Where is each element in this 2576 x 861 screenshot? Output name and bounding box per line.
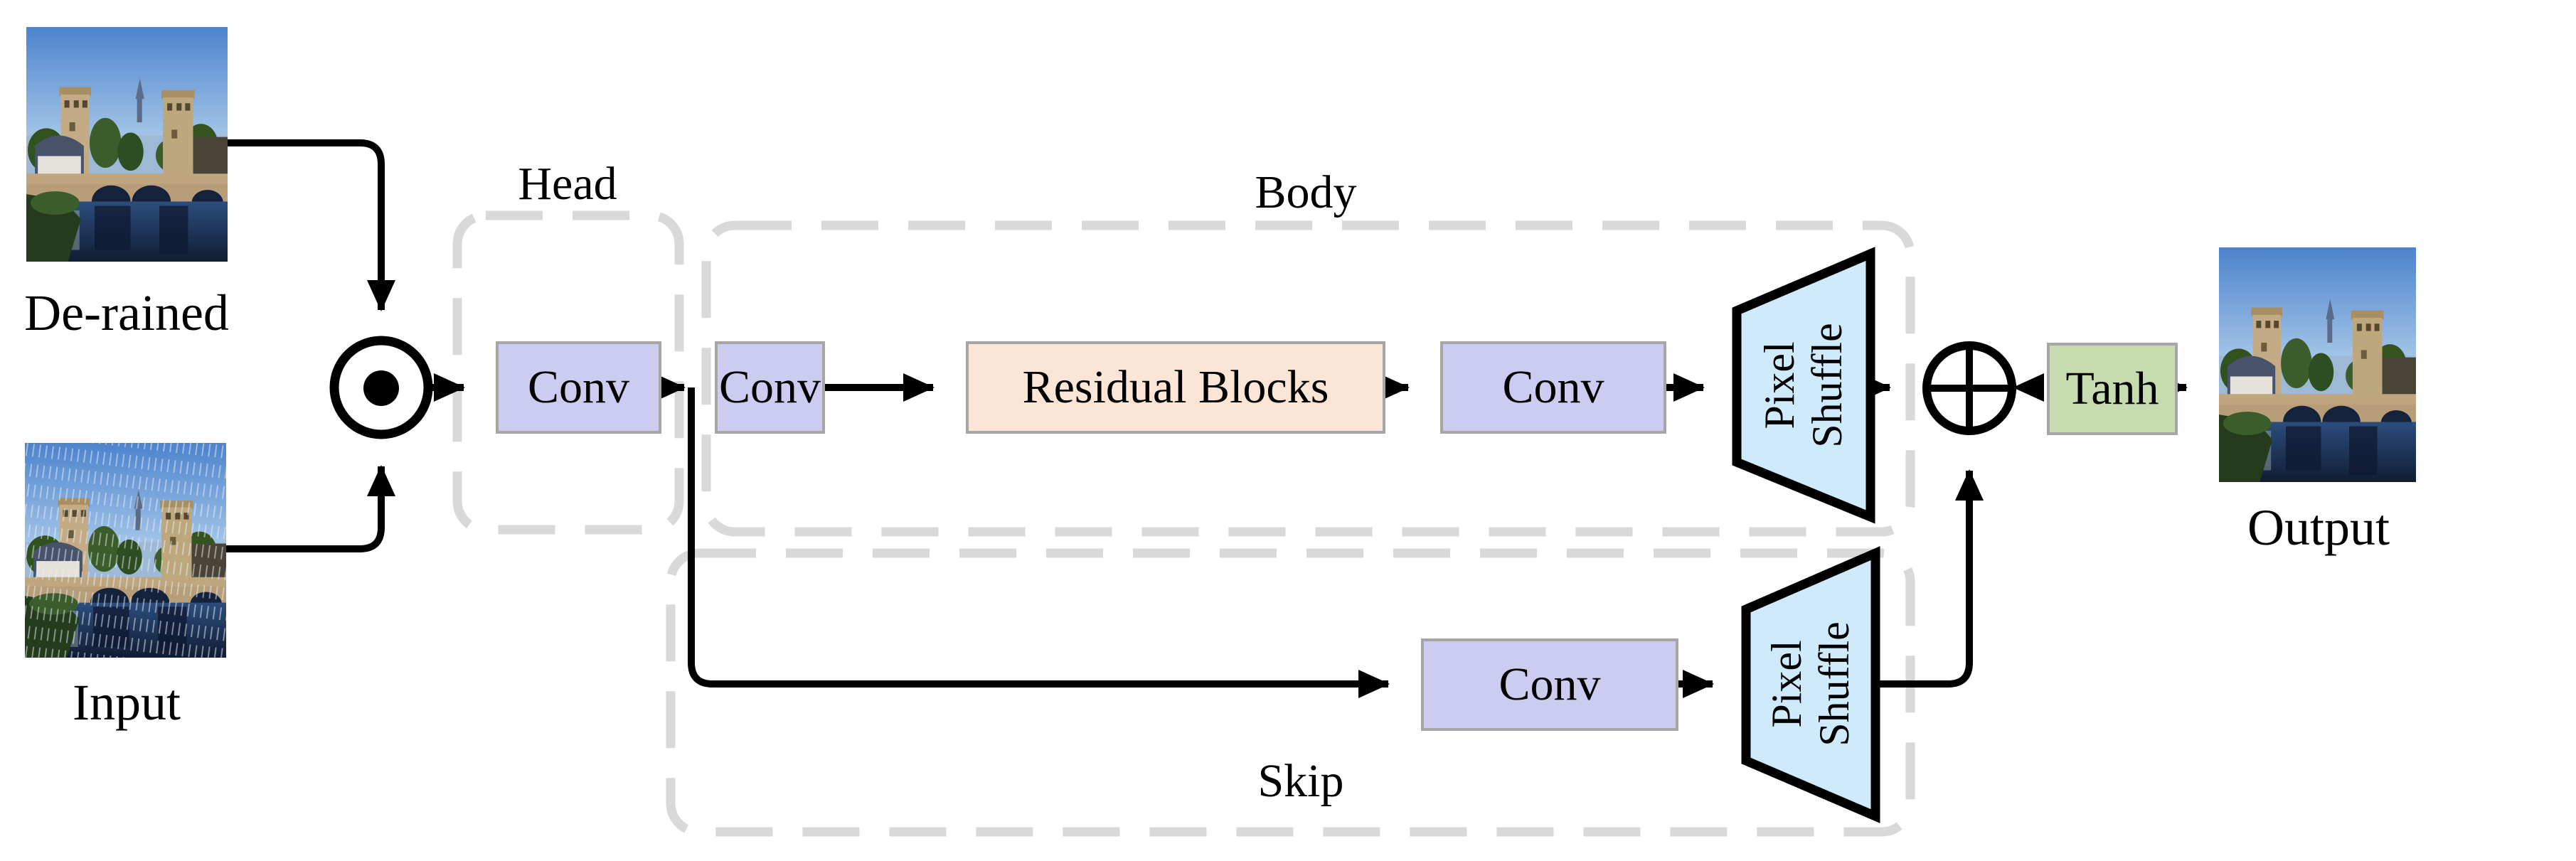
body-pixel-shuffle-shape	[1732, 247, 1875, 524]
sum-operator-icon	[1922, 341, 2016, 435]
body-pixel-shuffle-label: Pixel Shuffle	[1755, 323, 1851, 448]
arrows	[226, 139, 2188, 698]
skip-pixel-shuffle-label: Pixel Shuffle	[1762, 621, 1858, 747]
output-label: Output	[2247, 499, 2390, 556]
body-conv-out-label: Conv	[1502, 361, 1604, 413]
skip-conv-block: Conv	[1421, 638, 1678, 731]
body-group-box	[701, 220, 1915, 537]
output-image	[2219, 247, 2416, 482]
head-conv-block: Conv	[496, 341, 661, 434]
body-group-label: Body	[1255, 166, 1357, 218]
skip-conv-label: Conv	[1499, 658, 1601, 710]
input-image	[25, 443, 226, 658]
head-group-label: Head	[518, 158, 617, 210]
head-conv-label: Conv	[527, 361, 630, 413]
body-conv-out-block: Conv	[1440, 341, 1666, 434]
skip-group-box	[666, 548, 1915, 837]
rain-overlay	[25, 443, 226, 658]
tanh-label: Tanh	[2065, 363, 2159, 415]
concat-operator-icon	[329, 336, 433, 439]
body-conv-in-block: Conv	[715, 341, 825, 434]
tanh-block: Tanh	[2047, 343, 2178, 435]
input-label: Input	[73, 674, 181, 731]
residual-blocks-block: Residual Blocks	[966, 341, 1385, 434]
residual-blocks-label: Residual Blocks	[1022, 361, 1329, 413]
body-conv-in-label: Conv	[718, 361, 821, 413]
skip-group-label: Skip	[1257, 755, 1344, 807]
derained-label: De-rained	[24, 284, 229, 341]
derained-image	[26, 27, 228, 262]
skip-pixel-shuffle-shape	[1741, 546, 1880, 823]
